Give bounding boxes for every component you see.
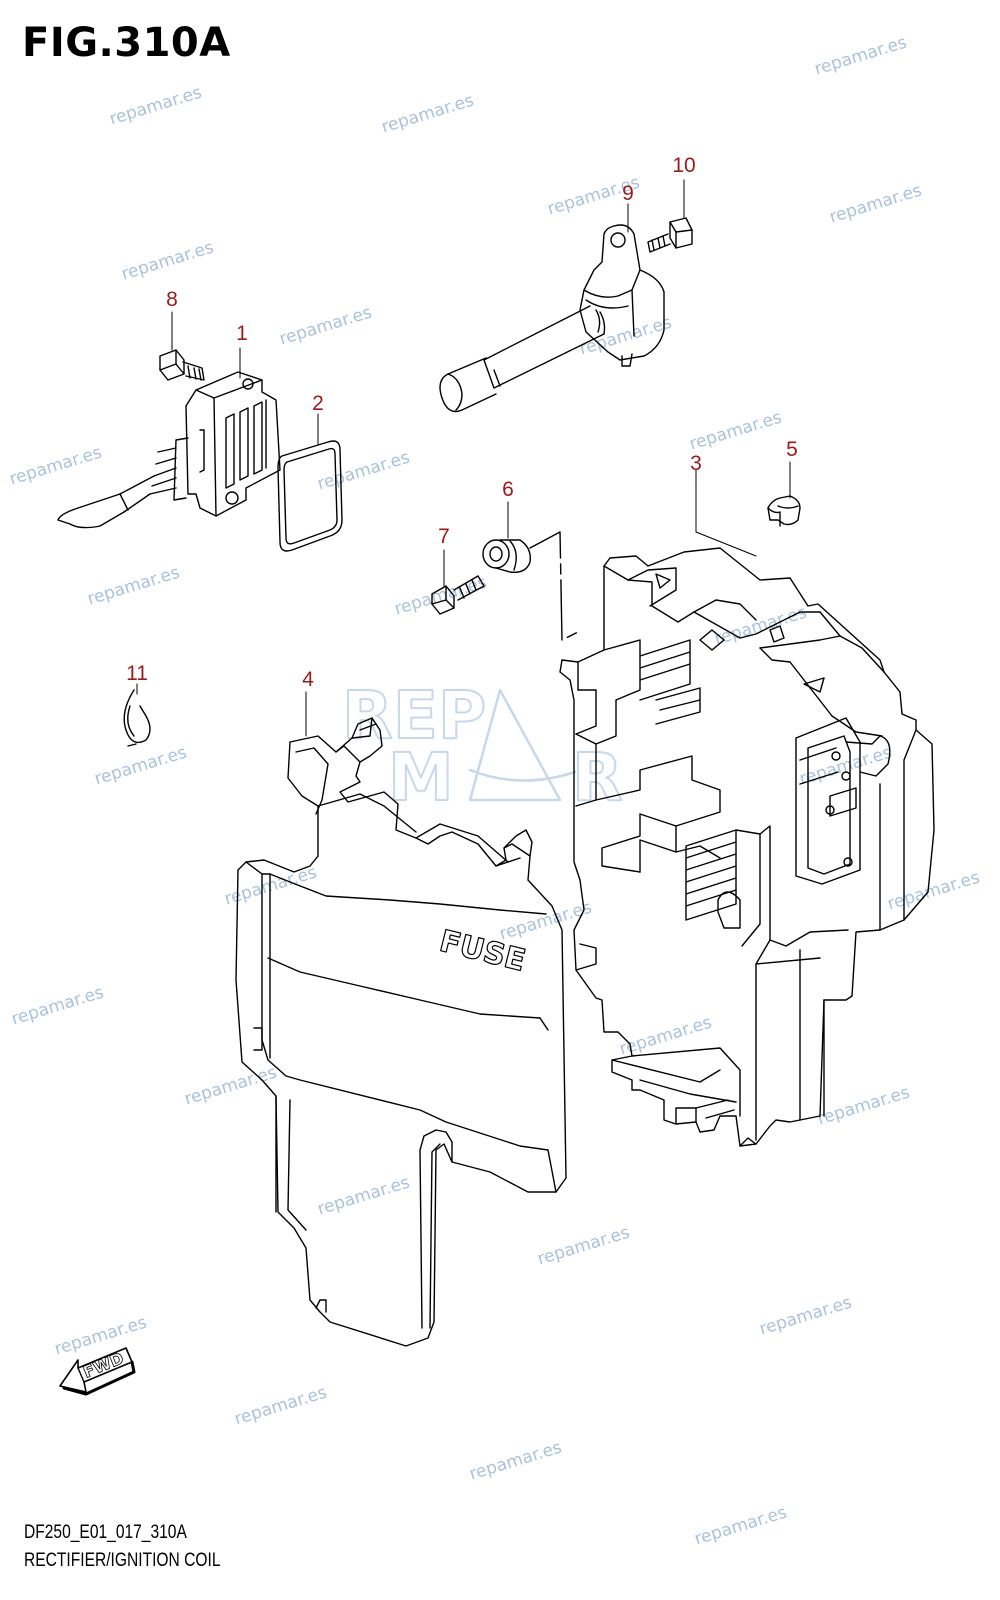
figure-title: FIG.310A bbox=[22, 20, 231, 66]
callout-11: 11 bbox=[126, 662, 148, 685]
fuse-label: FUSE bbox=[436, 924, 529, 979]
callout-1: 1 bbox=[236, 322, 248, 345]
callout-7: 7 bbox=[438, 525, 450, 548]
grommet-5 bbox=[767, 495, 801, 527]
svg-text:R: R bbox=[572, 739, 623, 816]
bolt-7 bbox=[431, 575, 485, 615]
callout-10: 10 bbox=[672, 154, 696, 177]
callout-3: 3 bbox=[690, 452, 702, 475]
callout-4: 4 bbox=[302, 668, 314, 691]
callout-8: 8 bbox=[166, 288, 178, 311]
svg-text:REP: REP bbox=[342, 677, 486, 754]
assembly-line bbox=[529, 531, 579, 641]
ignition-coil-9 bbox=[439, 224, 665, 413]
fwd-arrow-icon: FWD bbox=[59, 1347, 136, 1396]
grommet-6 bbox=[482, 539, 531, 573]
bolt-8 bbox=[159, 349, 205, 381]
figure-caption: RECTIFIER/IGNITION COIL bbox=[24, 1550, 221, 1571]
repmar-logo-watermark: REP M R bbox=[341, 676, 624, 817]
callout-6: 6 bbox=[502, 478, 514, 501]
clip-11 bbox=[123, 689, 151, 747]
rectifier-1 bbox=[57, 371, 281, 529]
fwd-label: FWD bbox=[80, 1348, 126, 1381]
housing-3 bbox=[559, 547, 935, 1147]
callout-9: 9 bbox=[622, 182, 634, 205]
callout-5: 5 bbox=[786, 438, 798, 461]
callout-2: 2 bbox=[312, 392, 324, 415]
bolt-10 bbox=[647, 217, 693, 253]
leader-lines bbox=[136, 179, 791, 737]
model-code: DF250_E01_017_310A bbox=[24, 1522, 187, 1543]
gasket-2 bbox=[277, 440, 343, 552]
